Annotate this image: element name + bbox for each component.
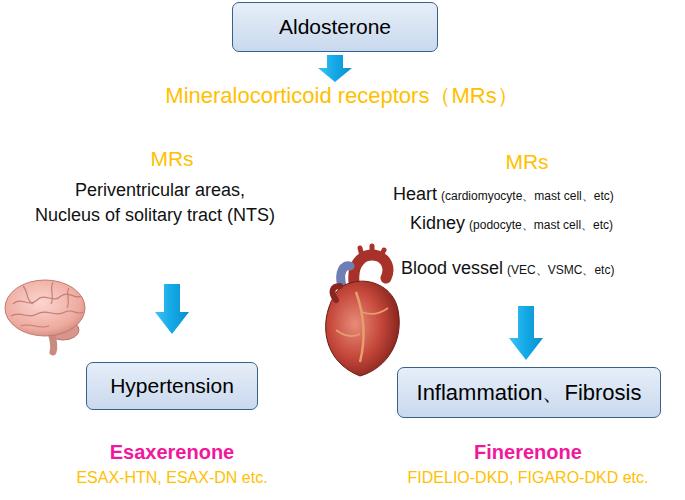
section-heading: Mineralocorticoid receptors（MRs） [165,81,518,111]
label-row: Finerenone [474,441,582,464]
label-row: Nucleus of solitary tract (NTS) [35,205,275,226]
label-row: MRs [150,147,193,171]
label-row: Periventricular areas, [75,180,245,201]
box-label: Hypertension [110,374,234,398]
cell-types: (podocyte、mast cell、etc) [469,217,613,234]
cell-types: (cardiomyocyte、mast cell、etc) [441,188,614,205]
flow-arrow [155,284,189,334]
location-text: Periventricular areas, [75,180,245,201]
box-label: Aldosterone [279,15,391,39]
trial-names: FIDELIO-DKD, FIGARO-DKD etc. [408,469,649,487]
process-box: Hypertension [86,362,258,410]
organ-name: Blood vessel [401,258,503,279]
drug-name: Finerenone [474,441,582,464]
heart-illustration [326,246,400,376]
organ-name: Kidney [410,213,465,234]
drug-name: Esaxerenone [110,441,235,464]
process-box: Inflammation、Fibrosis [397,367,661,418]
receptor-heading: MRs [150,147,193,171]
process-box: Aldosterone [232,2,438,52]
flow-arrow [318,55,352,82]
flow-arrow [509,306,543,360]
brain-illustration [5,280,85,352]
cell-types: (VEC、VSMC、etc) [507,262,614,279]
label-row: Esaxerenone [110,441,235,464]
box-label: Inflammation、Fibrosis [417,378,642,408]
organ-name: Heart [393,184,437,205]
label-row: Kidney(podocyte、mast cell、etc) [410,213,613,234]
receptor-heading: MRs [505,150,548,174]
label-row: FIDELIO-DKD, FIGARO-DKD etc. [408,469,649,487]
label-row: Heart(cardiomyocyte、mast cell、etc) [393,184,614,205]
location-text: Nucleus of solitary tract (NTS) [35,205,275,226]
trial-names: ESAX-HTN, ESAX-DN etc. [76,469,267,487]
label-row: Blood vessel(VEC、VSMC、etc) [401,258,614,279]
label-row: Mineralocorticoid receptors（MRs） [165,81,518,111]
label-row: ESAX-HTN, ESAX-DN etc. [76,469,267,487]
label-row: MRs [505,150,548,174]
